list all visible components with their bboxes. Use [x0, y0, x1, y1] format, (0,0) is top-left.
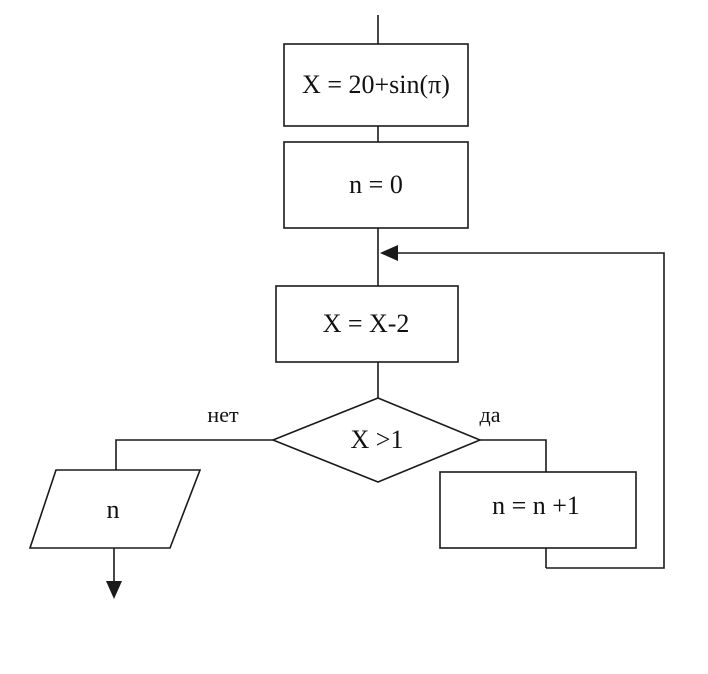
output-parallelogram: [28, 469, 202, 549]
decision-label: X >1: [351, 425, 404, 454]
process-label-assign-n: n = 0: [349, 170, 403, 199]
loop-back-connector: [394, 252, 665, 569]
branch-no-connector: [115, 439, 273, 470]
branch-no-label: нет: [207, 402, 239, 427]
decision-diamond: [270, 397, 483, 483]
process-label-assign-x: X = 20+sin(π): [302, 70, 450, 99]
branch-yes-label: да: [480, 402, 501, 427]
branch-yes-connector: [480, 439, 547, 472]
process-label-increment-n: n = n +1: [492, 491, 580, 520]
output-label: n: [107, 495, 120, 524]
loop-back-arrow: [380, 245, 398, 261]
process-block-increment-n: [439, 471, 637, 549]
process-label-decrement-x: X = X-2: [323, 309, 410, 338]
process-block-assign-n: [283, 141, 469, 229]
exit-arrow: [106, 581, 122, 599]
process-block-assign-x: [283, 43, 469, 127]
process-block-decrement-x: [275, 285, 459, 363]
